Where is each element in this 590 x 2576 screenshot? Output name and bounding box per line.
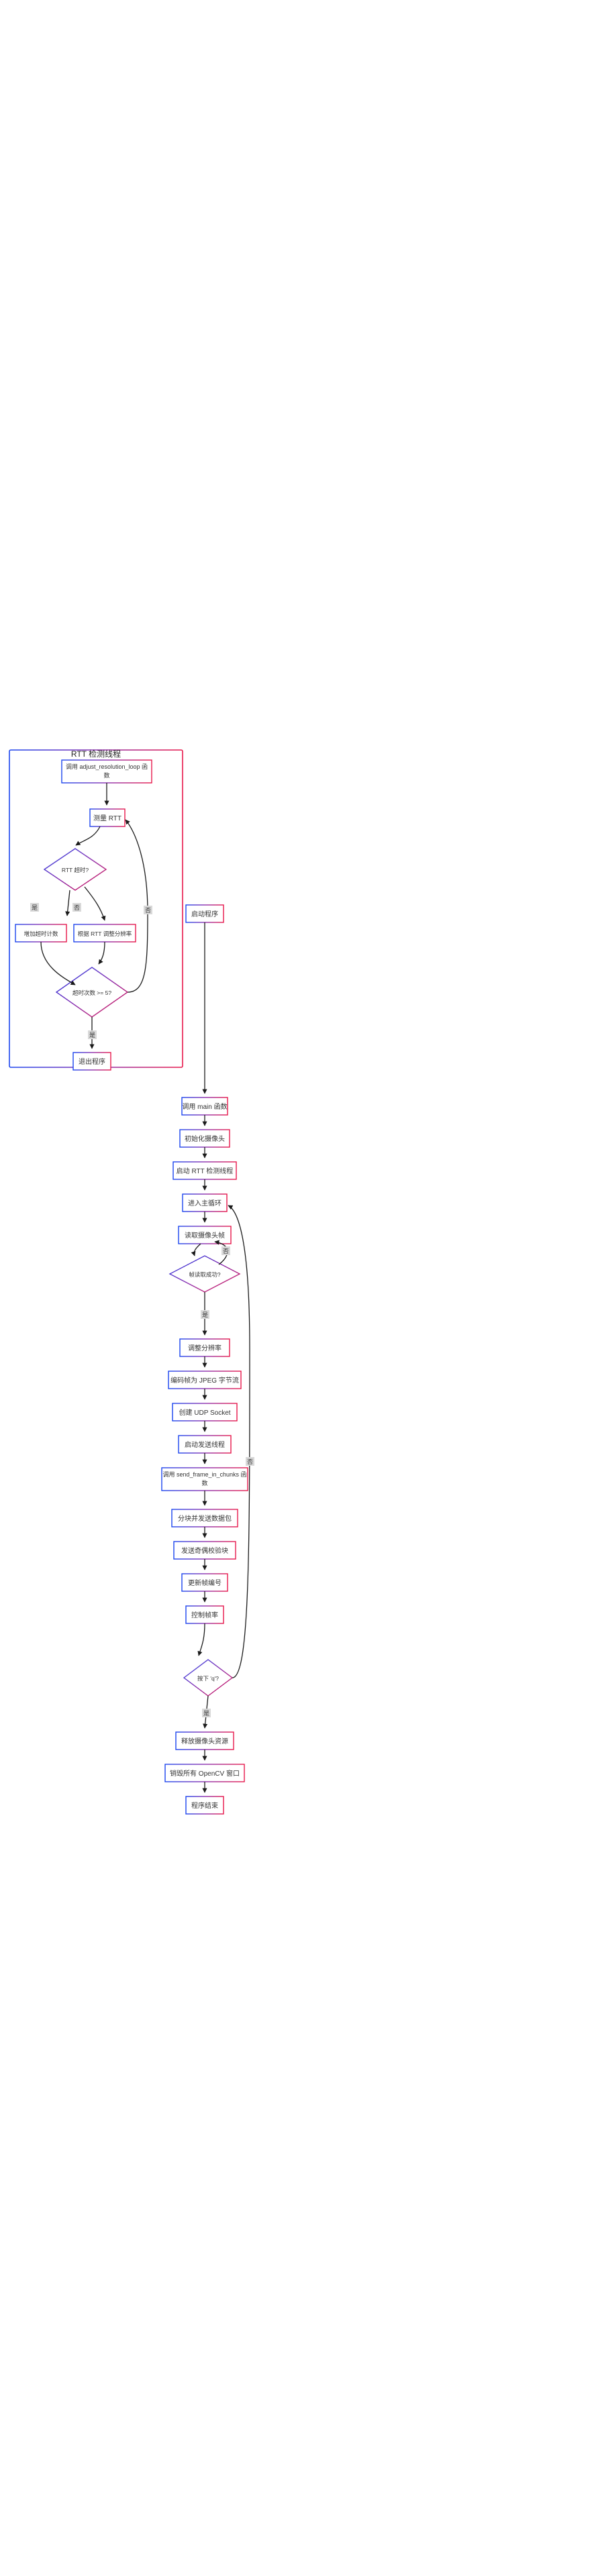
node-encode-jpeg[interactable]: 编码帧为 JPEG 字节流 bbox=[168, 1371, 242, 1389]
node-update-frame-id[interactable]: 更新帧编号 bbox=[181, 1573, 228, 1592]
edge-label-read-no: 否 bbox=[223, 1248, 229, 1254]
node-rtt-count-question-label: 超时次数 >= 5? bbox=[72, 989, 111, 996]
subgraph-edge-labels: 是 否 是 否 bbox=[30, 903, 152, 1039]
node-rtt-call[interactable]: 调用 adjust_resolution_loop 函 数 bbox=[61, 759, 152, 784]
subgraph-title: RTT 检测线程 bbox=[71, 749, 121, 759]
edge-read-to-check bbox=[191, 1243, 201, 1256]
edge-adjust-to-count bbox=[98, 941, 105, 965]
node-adjust-resolution-label: 调整分辨率 bbox=[188, 1344, 222, 1352]
edge-inc-to-count bbox=[40, 941, 76, 985]
node-rtt-timeout-question[interactable]: RTT 超时? bbox=[43, 848, 107, 891]
node-rtt-increment-label: 增加超时计数 bbox=[23, 930, 58, 937]
edge-label-count-yes: 是 bbox=[89, 1032, 95, 1038]
edge-label-pressq-yes: 是 bbox=[203, 1710, 209, 1717]
node-release-camera[interactable]: 释放摄像头资源 bbox=[175, 1731, 234, 1750]
edge-label-pressq-no: 否 bbox=[247, 1458, 253, 1465]
node-start-send-thread-label: 启动发送线程 bbox=[185, 1440, 225, 1449]
node-start-rtt-thread[interactable]: 启动 RTT 检测线程 bbox=[173, 1161, 237, 1180]
node-rtt-timeout-question-label: RTT 超时? bbox=[62, 867, 89, 873]
main-flow-edge-labels: 否 是 否 是 bbox=[201, 1246, 254, 1717]
node-start-send-thread[interactable]: 启动发送线程 bbox=[178, 1435, 232, 1454]
page-background bbox=[0, 745, 590, 2576]
node-destroy-windows-label: 销毁所有 OpenCV 窗口 bbox=[170, 1769, 240, 1778]
node-rtt-call-label-2: 数 bbox=[103, 771, 109, 779]
edge-label-count-no: 否 bbox=[145, 907, 151, 914]
node-rtt-exit[interactable]: 退出程序 bbox=[72, 1052, 111, 1071]
node-rtt-exit-label: 退出程序 bbox=[79, 1057, 105, 1066]
node-rtt-adjust-resolution-label: 根据 RTT 调整分辨率 bbox=[78, 930, 132, 937]
node-create-udp-socket-label: 创建 UDP Socket bbox=[179, 1408, 230, 1417]
edge-timeout-yes bbox=[65, 890, 70, 916]
node-start-rtt-thread-label: 启动 RTT 检测线程 bbox=[177, 1167, 234, 1175]
node-call-send-chunks-label-1: 调用 send_frame_in_chunks 函 bbox=[162, 1471, 246, 1478]
node-rtt-measure-label: 测量 RTT bbox=[93, 814, 121, 822]
node-send-parity[interactable]: 发送奇偶校验块 bbox=[173, 1541, 236, 1560]
node-read-ok-question[interactable]: 帧读取成功? bbox=[168, 1255, 241, 1293]
node-call-main-label: 调用 main 函数 bbox=[182, 1102, 227, 1111]
node-encode-jpeg-label: 编码帧为 JPEG 字节流 bbox=[170, 1376, 239, 1385]
node-start-label: 启动程序 bbox=[191, 910, 218, 918]
main-flow-edges bbox=[191, 922, 250, 1793]
edge-label-timeout-yes: 是 bbox=[32, 904, 38, 911]
node-split-send-label: 分块并发送数据包 bbox=[178, 1514, 232, 1523]
node-start[interactable]: 启动程序 bbox=[185, 904, 224, 923]
node-read-frame-label: 读取摄像头帧 bbox=[185, 1231, 225, 1240]
edge-measure-to-timeout bbox=[75, 826, 101, 846]
edge-rate-to-pressq bbox=[197, 1623, 205, 1656]
edge-label-timeout-no: 否 bbox=[74, 904, 80, 911]
node-rtt-adjust-resolution[interactable]: 根据 RTT 调整分辨率 bbox=[73, 924, 136, 943]
node-call-send-chunks[interactable]: 调用 send_frame_in_chunks 函 数 bbox=[161, 1467, 248, 1491]
node-rtt-increment[interactable]: 增加超时计数 bbox=[15, 924, 67, 943]
node-send-parity-label: 发送奇偶校验块 bbox=[181, 1546, 228, 1555]
node-read-frame[interactable]: 读取摄像头帧 bbox=[178, 1226, 232, 1244]
node-enter-loop-label: 进入主循环 bbox=[188, 1199, 222, 1208]
node-rtt-call-label-1: 调用 adjust_resolution_loop 函 bbox=[66, 763, 148, 770]
node-create-udp-socket[interactable]: 创建 UDP Socket bbox=[172, 1403, 238, 1421]
node-call-main[interactable]: 调用 main 函数 bbox=[181, 1097, 228, 1116]
node-read-ok-question-label: 帧读取成功? bbox=[189, 1271, 221, 1278]
node-release-camera-label: 释放摄像头资源 bbox=[181, 1737, 228, 1746]
node-end-label: 程序结束 bbox=[191, 1801, 218, 1810]
node-end[interactable]: 程序结束 bbox=[185, 1796, 224, 1815]
node-destroy-windows[interactable]: 销毁所有 OpenCV 窗口 bbox=[164, 1764, 245, 1782]
node-update-frame-id-label: 更新帧编号 bbox=[188, 1578, 222, 1587]
node-call-send-chunks-label-2: 数 bbox=[201, 1479, 207, 1487]
node-control-rate-label: 控制帧率 bbox=[191, 1611, 218, 1619]
node-rtt-measure[interactable]: 测量 RTT bbox=[89, 808, 126, 827]
edge-timeout-no bbox=[84, 886, 106, 921]
node-split-send[interactable]: 分块并发送数据包 bbox=[171, 1509, 238, 1527]
node-enter-loop[interactable]: 进入主循环 bbox=[182, 1193, 228, 1212]
node-control-rate[interactable]: 控制帧率 bbox=[185, 1605, 224, 1624]
edge-label-read-yes: 是 bbox=[202, 1311, 208, 1318]
node-init-camera-label: 初始化摄像头 bbox=[185, 1134, 225, 1143]
node-adjust-resolution[interactable]: 调整分辨率 bbox=[179, 1338, 230, 1357]
node-press-q-question-label: 按下 'q'? bbox=[197, 1675, 219, 1682]
edge-pressq-no-loopback bbox=[228, 1205, 250, 1678]
node-init-camera[interactable]: 初始化摄像头 bbox=[179, 1129, 230, 1148]
